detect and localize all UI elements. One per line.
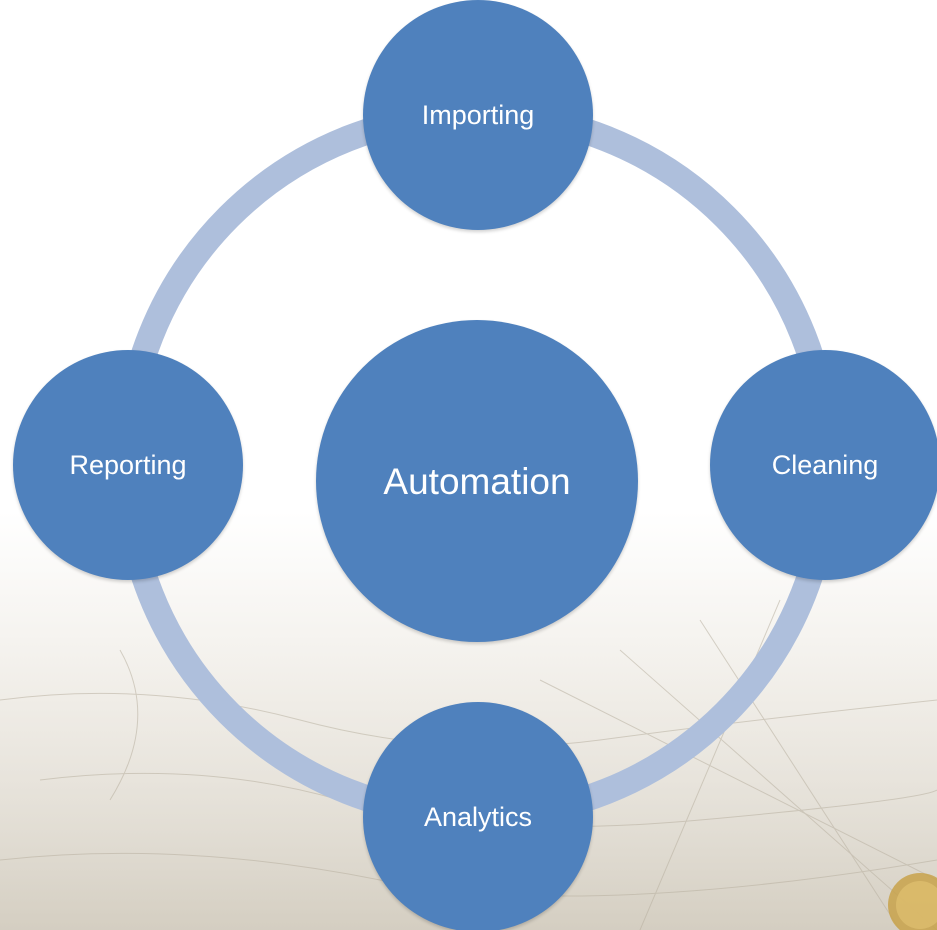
center-node-automation[interactable]: Automation <box>316 320 638 642</box>
node-label-reporting: Reporting <box>69 449 187 480</box>
node-analytics[interactable]: Analytics <box>363 702 593 930</box>
node-importing[interactable]: Importing <box>363 0 593 230</box>
node-label-analytics: Analytics <box>423 801 533 832</box>
node-label-importing: Importing <box>421 99 535 130</box>
node-cleaning[interactable]: Cleaning <box>710 350 937 580</box>
node-reporting[interactable]: Reporting <box>13 350 243 580</box>
node-label-cleaning: Cleaning <box>771 449 879 480</box>
center-node-label: Automation <box>383 460 571 502</box>
